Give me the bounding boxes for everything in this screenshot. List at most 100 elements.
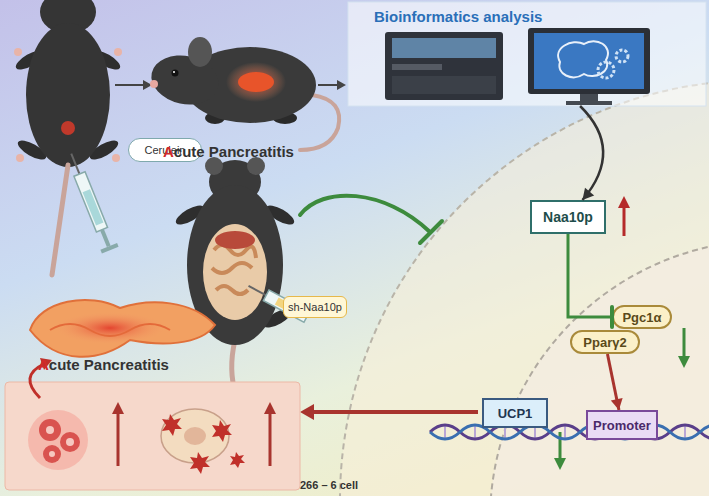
- dna-helix: [430, 424, 709, 440]
- node-text: sh-Naa10p: [288, 301, 342, 313]
- cell: [490, 240, 709, 496]
- connector-line: [607, 354, 618, 410]
- inflammation-panel: [5, 358, 300, 490]
- mouse-pancreatitis: [150, 80, 158, 88]
- condition-label: Acute Pancreatitis: [163, 143, 294, 160]
- inflammation-panel: [230, 452, 245, 468]
- flow-arrow: [115, 84, 145, 86]
- inflammation-panel: [117, 412, 120, 466]
- inflammation-panel: [212, 420, 232, 442]
- bioinformatics-panel: [528, 28, 650, 94]
- mouse-cerulein: [26, 23, 110, 167]
- condition-label: Acute Pancreatitis: [38, 356, 169, 373]
- mouse-cerulein: [61, 121, 75, 135]
- bioinformatics-panel: [580, 94, 598, 102]
- inflammation-panel: [190, 452, 210, 474]
- node-text: Pparγ2: [583, 335, 626, 350]
- arrow-head: [582, 188, 594, 200]
- mouse-cerulein: [112, 154, 120, 162]
- mouse-treated: [173, 157, 309, 395]
- pancreas: [50, 324, 170, 336]
- inflammation-panel: [269, 412, 272, 466]
- mouse-cerulein: [100, 229, 110, 247]
- inflammation-panel: [39, 419, 61, 441]
- dna-helix: [430, 425, 709, 439]
- connector-line: [568, 234, 612, 317]
- node-text: Promoter: [593, 418, 651, 433]
- inflammation-panel: [162, 414, 182, 436]
- effect-arrow: [312, 410, 478, 414]
- mouse-cerulein: [74, 172, 108, 232]
- cell: [340, 80, 709, 496]
- flow-arrow: [337, 80, 346, 90]
- mouse-cerulein: [63, 150, 119, 253]
- factor-oval: Pgc1α: [612, 305, 672, 329]
- inflammation-panel: [112, 402, 124, 414]
- bioinformatics-panel: [558, 41, 608, 77]
- mouse-cerulein: [52, 165, 68, 275]
- cell-line-label: 266 – 6 cell: [300, 479, 358, 491]
- change-arrow: [683, 328, 686, 358]
- mouse-treated: [203, 224, 267, 320]
- mouse-cerulein: [83, 189, 104, 225]
- flow-arrow: [318, 84, 338, 86]
- mouse-cerulein: [71, 154, 79, 174]
- bioinformatics-panel: [392, 76, 496, 94]
- treatment-tag: sh-Naa10p: [283, 296, 347, 318]
- inflammation-panel: [49, 451, 55, 457]
- mouse-cerulein: [100, 243, 118, 253]
- connector: [568, 234, 612, 327]
- bioinformatics-panel: [392, 38, 496, 58]
- bioinformatics-panel: [566, 101, 612, 105]
- node-text: Bioinformatics analysis: [374, 8, 542, 25]
- mouse-pancreatitis: [226, 62, 286, 102]
- mouse-treated: [249, 286, 267, 295]
- mouse-pancreatitis: [238, 72, 274, 92]
- cell: [340, 80, 709, 496]
- pancreas: [30, 300, 215, 357]
- mouse-cerulein: [13, 0, 123, 275]
- change-arrow: [678, 356, 690, 368]
- mouse-pancreatitis: [173, 71, 175, 73]
- connector: [607, 354, 622, 410]
- dna-helix: [430, 425, 709, 439]
- pancreas: [55, 312, 165, 344]
- node-text: Naa10p: [543, 209, 593, 225]
- bioinformatics-panel: [392, 64, 442, 70]
- effect-arrow: [300, 404, 314, 420]
- inflammation-panel: [264, 402, 276, 414]
- cell-line-label: 266 – 6 cell: [300, 479, 358, 491]
- node-text: UCP1: [498, 406, 533, 421]
- inhibition-line: [300, 196, 442, 243]
- connector-line: [580, 106, 603, 200]
- bioinformatics-panel: [598, 62, 614, 78]
- inflammation-panel: [28, 410, 88, 470]
- bioinformatics-panel: [616, 50, 628, 62]
- mouse-treated: [215, 231, 255, 249]
- inflammation-panel: [184, 427, 206, 445]
- change-arrow: [554, 458, 566, 470]
- inhibition-bar: [610, 307, 614, 327]
- mouse-pancreatitis: [147, 49, 223, 110]
- node-text: Pgc1α: [622, 310, 661, 325]
- inhibition-line: [300, 196, 430, 232]
- condition-label: Acute Pancreatitis: [163, 143, 294, 160]
- change-arrow: [559, 432, 562, 460]
- condition-label: Acute Pancreatitis: [38, 356, 169, 373]
- inflammation-panel: [46, 426, 54, 434]
- mouse-cerulein: [14, 48, 22, 56]
- mouse-cerulein: [114, 48, 122, 56]
- inflammation-panel: [5, 382, 300, 490]
- gene-box: Naa10p: [530, 200, 606, 234]
- bioinformatics-panel: [385, 32, 503, 100]
- arrow-head: [611, 398, 623, 410]
- mouse-cerulein: [16, 154, 24, 162]
- bioinformatics-panel: [348, 2, 706, 106]
- analysis-panel: Bioinformatics analysis: [348, 2, 706, 106]
- mouse-pancreatitis: [147, 37, 339, 150]
- effect-arrow: [300, 404, 478, 420]
- inflammation-panel: [66, 438, 74, 446]
- inhibition-line: [420, 221, 442, 243]
- inflammation-panel: [162, 414, 245, 474]
